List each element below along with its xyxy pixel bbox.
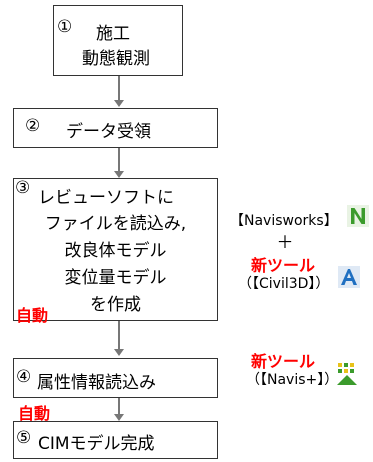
navisworks-icon (347, 205, 369, 227)
arrow-2-3 (118, 148, 120, 172)
civil3d-label: （【Civil3D】） (238, 276, 330, 292)
step-1-number: ① (57, 17, 73, 37)
step-3-box (13, 178, 218, 321)
step-5-box (13, 421, 218, 459)
new-tool-label-2: 新ツール (251, 352, 316, 371)
new-tool-label-1: 新ツール (251, 256, 316, 275)
plus-sign: ＋ (276, 233, 294, 253)
step-3-line-4: 変位量モデル (64, 268, 167, 288)
step-2-box (13, 108, 218, 148)
step-3-number: ③ (15, 178, 31, 198)
navis-plus-label: （【Navis+】） (246, 372, 339, 388)
step-5-label: CIMモデル完成 (38, 434, 155, 454)
arrow-3-4 (118, 321, 120, 350)
arrow-head (114, 414, 124, 421)
navisworks-label: 【Navisworks】 (230, 213, 338, 229)
step-2-label: データ受領 (66, 122, 151, 142)
step-5-number: ⑤ (16, 428, 32, 448)
step-4-label: 属性情報読込み (37, 373, 156, 393)
step-1-label-line1: 施工 (96, 24, 130, 44)
civil3d-icon (338, 266, 360, 288)
step-3-auto-label: 自動 (16, 306, 49, 325)
arrow-1-2 (118, 76, 120, 101)
arrow-head (114, 171, 124, 178)
navis-plus-icon (336, 362, 358, 386)
step-1-label-line2: 動態観測 (82, 49, 150, 69)
step-1-box (53, 5, 183, 76)
step-3-line-5: を作成 (90, 295, 141, 315)
arrow-head (114, 100, 124, 107)
step-4-number: ④ (16, 367, 32, 387)
step-4-box (13, 358, 218, 398)
arrow-4-5 (118, 398, 120, 415)
step-3-line-1: レビューソフトに (38, 188, 174, 208)
arrow-head (114, 349, 124, 356)
step-3-line-2: ファイルを読込み, (44, 214, 187, 234)
step-2-number: ② (25, 116, 41, 136)
step-3-line-3: 改良体モデル (64, 241, 167, 261)
step-4-auto-label: 自動 (18, 404, 51, 423)
